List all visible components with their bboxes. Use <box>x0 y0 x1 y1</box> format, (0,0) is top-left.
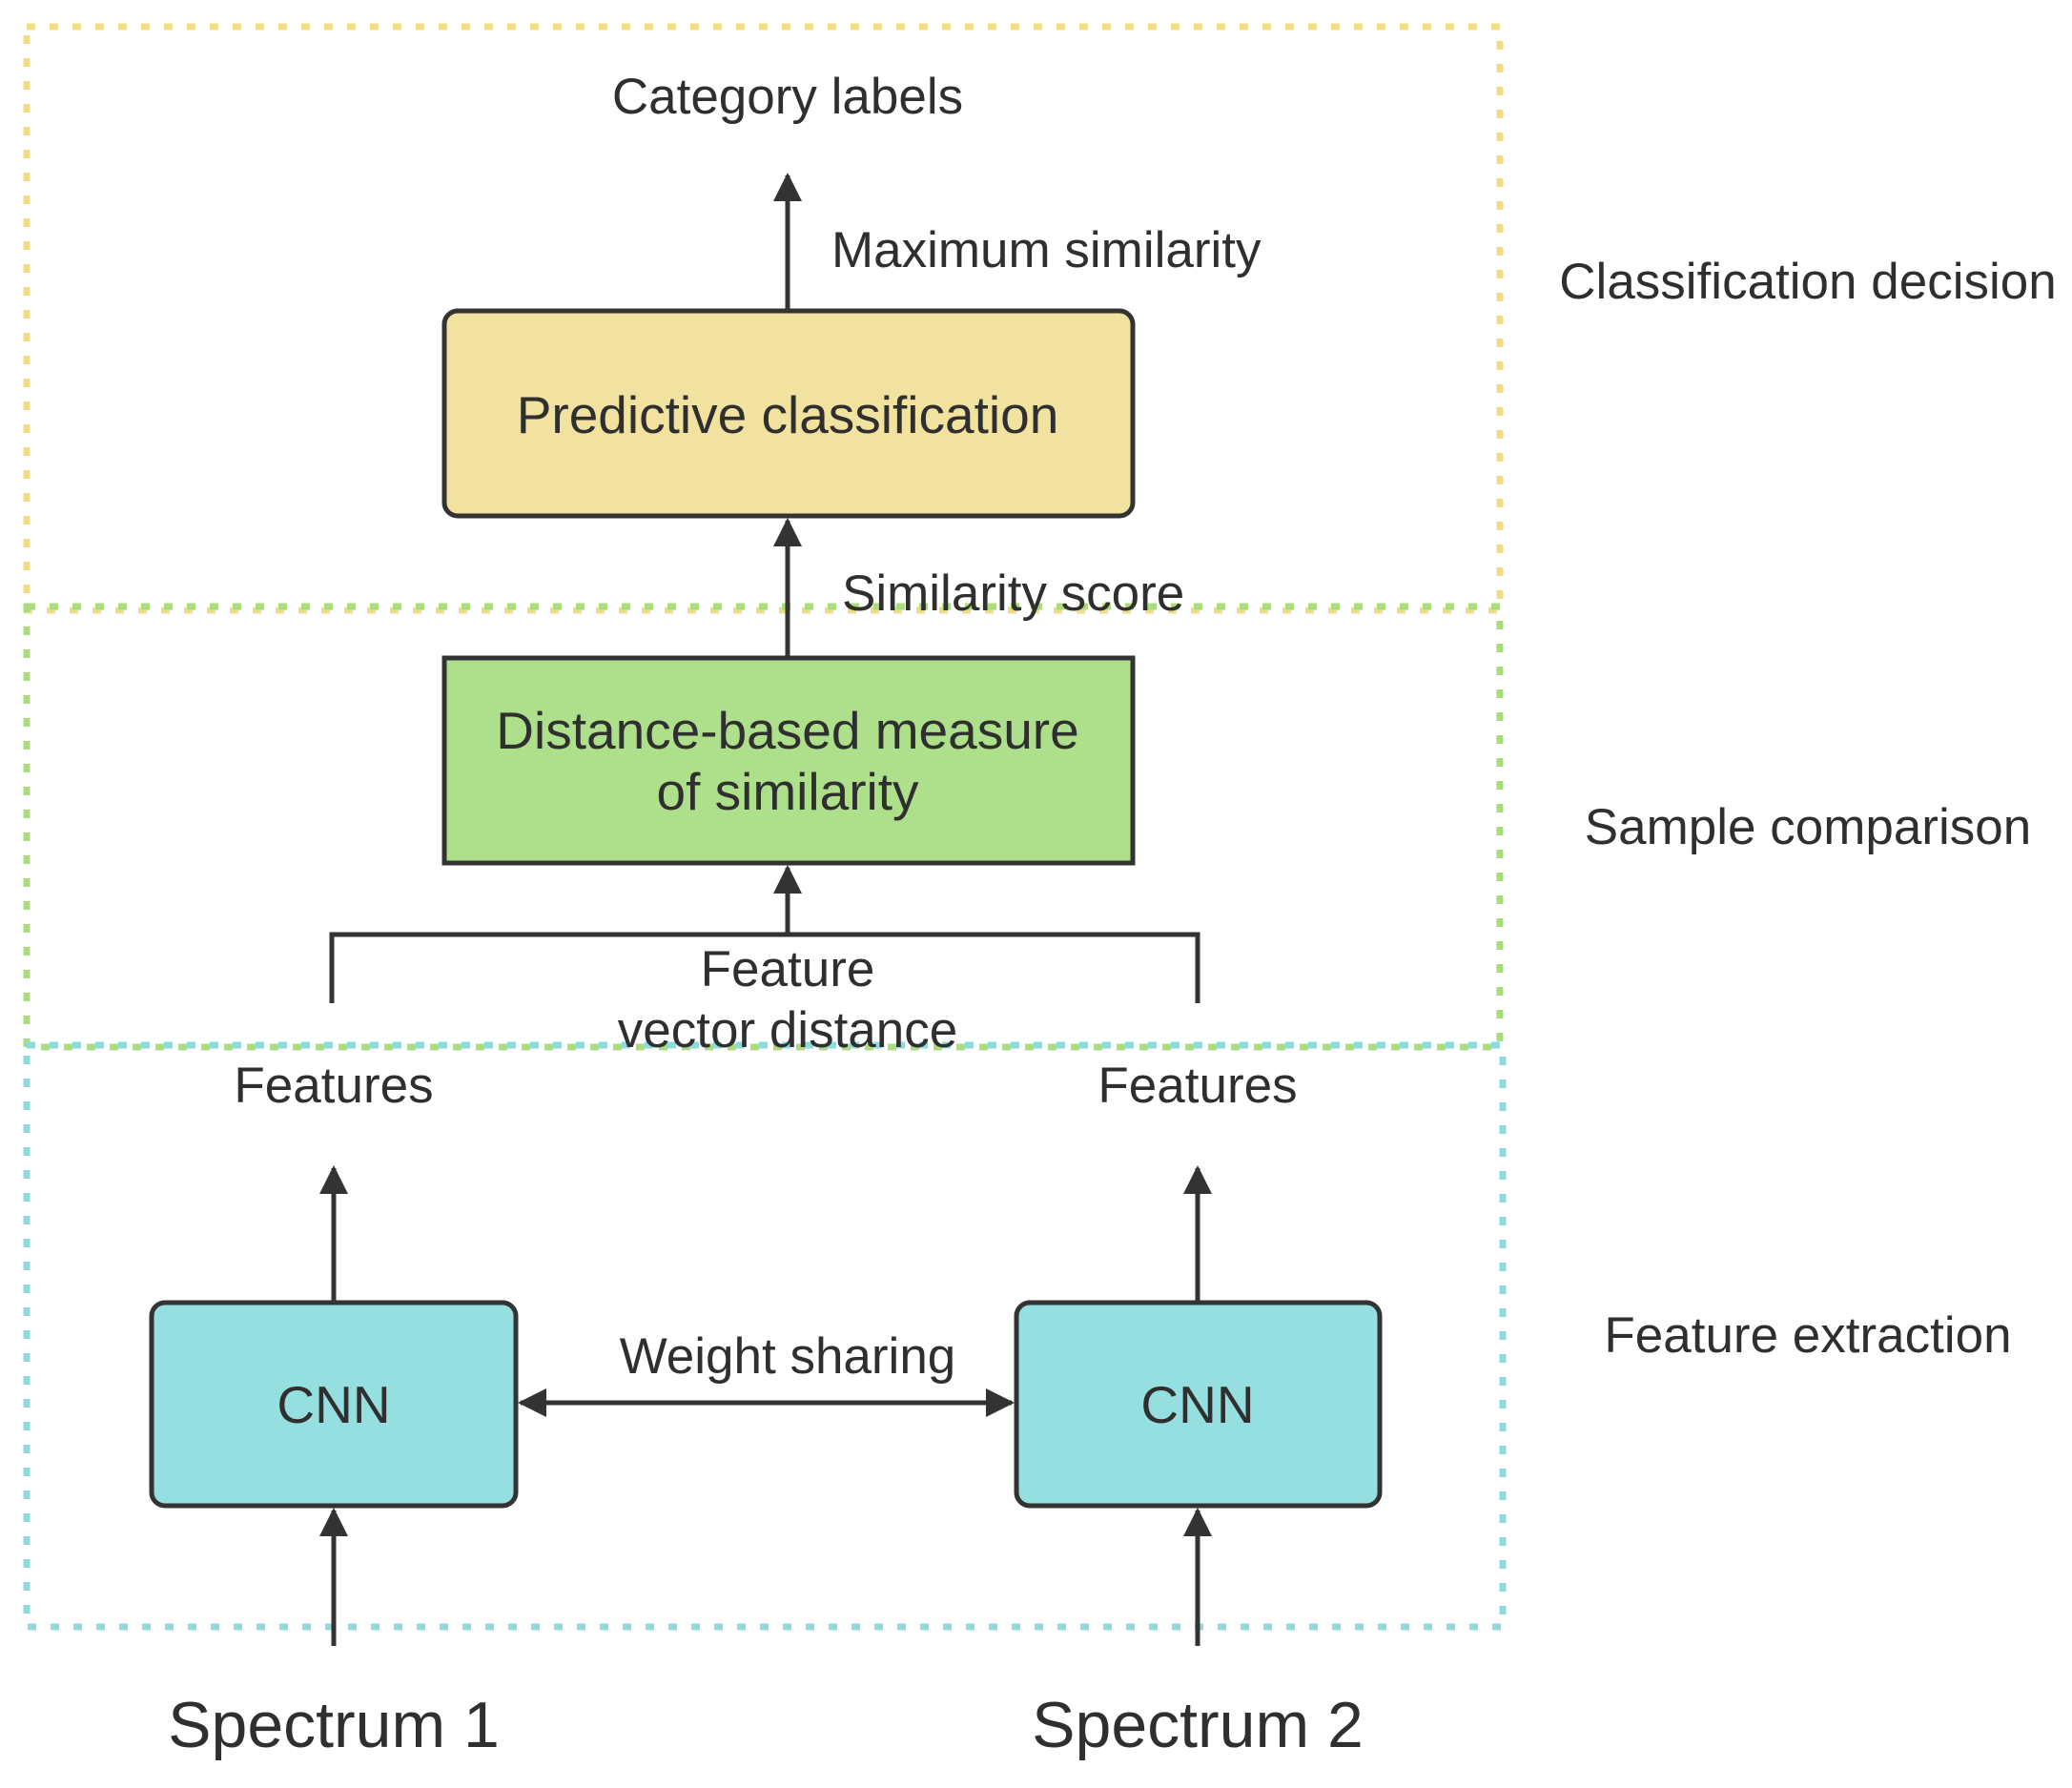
predictive-classification-label: Predictive classification <box>517 385 1059 444</box>
maximum-similarity-text: Maximum similarity <box>831 222 1262 278</box>
feature-vector-distance-line2: vector distance <box>618 1002 957 1058</box>
region-comparison-label: Sample comparison <box>1585 799 2031 855</box>
feature-combine-bracket <box>329 932 1200 1003</box>
region-classification-label: Classification decision <box>1559 254 2056 310</box>
distance-measure-label-line1: Distance-based measure <box>496 701 1078 760</box>
similarity-score-text: Similarity score <box>842 565 1184 622</box>
features-right-text: Features <box>1098 1058 1297 1114</box>
cnn-left-node <box>149 1300 519 1509</box>
category-labels-text: Category labels <box>612 69 963 125</box>
weight-sharing-text: Weight sharing <box>620 1328 956 1385</box>
spectrum-2-label: Spectrum 2 <box>1032 1689 1364 1761</box>
region-extraction-label: Feature extraction <box>1604 1307 2011 1364</box>
cnn-right-label: CNN <box>1140 1375 1254 1434</box>
distance-measure-node <box>441 655 1136 866</box>
cnn-left-label: CNN <box>277 1375 390 1434</box>
distance-measure-label-line2: of similarity <box>656 762 919 821</box>
region-comparison-frame <box>23 603 1504 1051</box>
predictive-classification-node <box>441 308 1136 519</box>
spectrum-1-label: Spectrum 1 <box>168 1689 500 1761</box>
feature-vector-distance-line1: Feature <box>701 941 875 997</box>
region-classification-frame <box>23 23 1504 614</box>
cnn-right-node <box>1014 1300 1383 1509</box>
region-extraction-frame <box>23 1041 1507 1631</box>
features-left-text: Features <box>234 1058 433 1114</box>
